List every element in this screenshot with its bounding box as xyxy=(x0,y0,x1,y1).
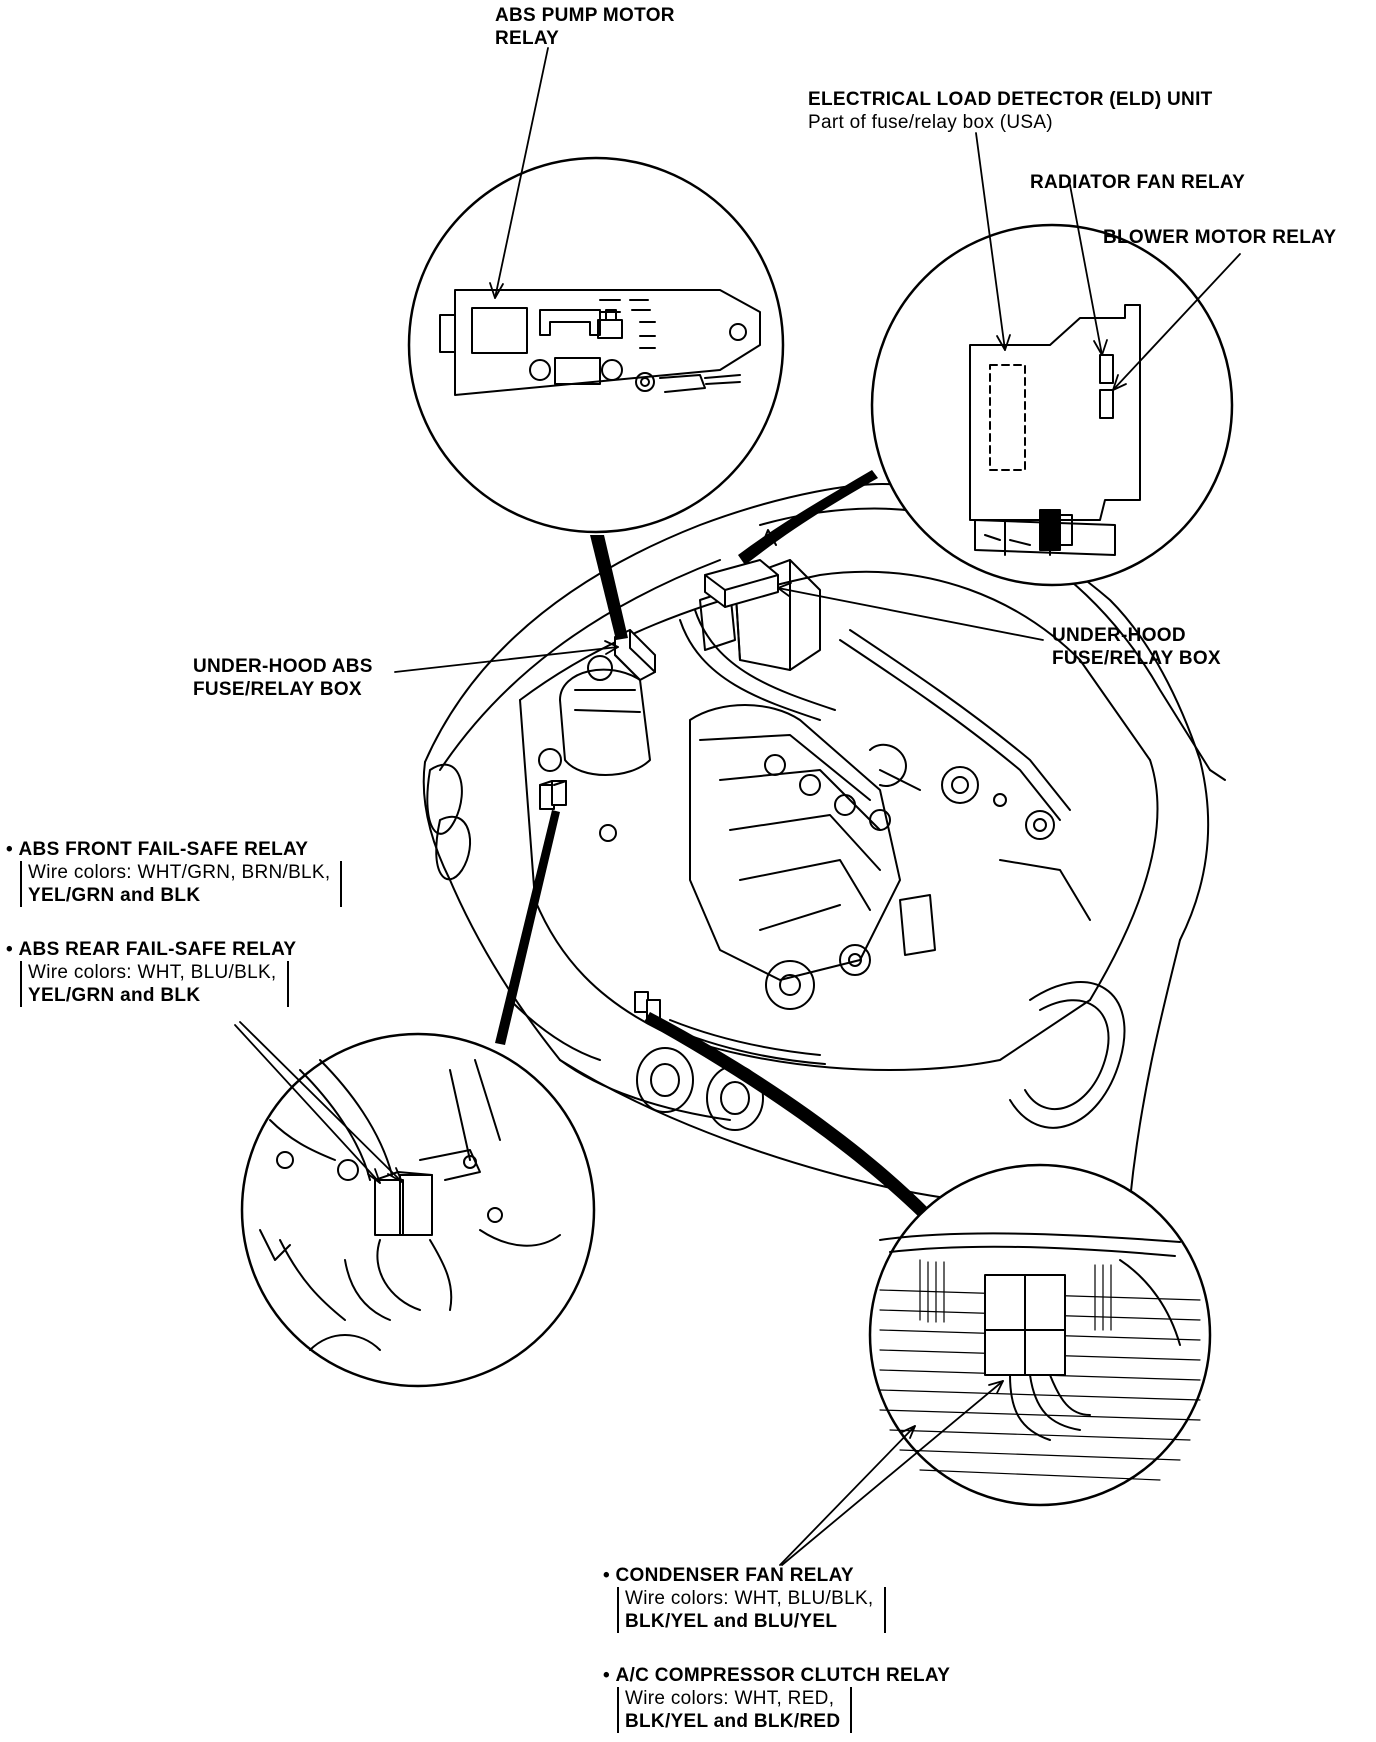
label-blower-motor-relay: BLOWER MOTOR RELAY xyxy=(1103,227,1337,248)
detail-circle-under-hood-fuse-box xyxy=(870,223,1234,587)
car-body xyxy=(422,483,1226,1208)
label-ac-compressor-clutch-relay: A/C COMPRESSOR CLUTCH RELAY Wire colors:… xyxy=(603,1664,950,1733)
leader-arrows xyxy=(234,47,1241,1566)
detail-circle-abs-fail-safe-relays xyxy=(240,1032,596,1388)
label-abs-front-fail-safe-relay: ABS FRONT FAIL-SAFE RELAY Wire colors: W… xyxy=(6,838,343,907)
label-under-hood-abs-fuse-relay-box: UNDER-HOOD ABS FUSE/RELAY BOX xyxy=(193,656,373,700)
label-under-hood-fuse-relay-box: UNDER-HOOD FUSE/RELAY BOX xyxy=(1052,625,1221,669)
label-radiator-fan-relay: RADIATOR FAN RELAY xyxy=(1030,172,1246,193)
label-abs-pump-motor-relay: ABS PUMP MOTOR RELAY xyxy=(495,5,675,49)
label-condenser-fan-relay: CONDENSER FAN RELAY Wire colors: WHT, BL… xyxy=(603,1564,886,1633)
callout-bands xyxy=(495,470,930,1218)
engine-components xyxy=(538,529,1091,1021)
label-eld-unit: ELECTRICAL LOAD DETECTOR (ELD) UNIT Part… xyxy=(808,89,1213,133)
label-abs-rear-fail-safe-relay: ABS REAR FAIL-SAFE RELAY Wire colors: WH… xyxy=(6,938,296,1007)
detail-circle-abs-fuse-box xyxy=(407,156,785,534)
detail-circle-condenser-relays xyxy=(868,1163,1212,1507)
